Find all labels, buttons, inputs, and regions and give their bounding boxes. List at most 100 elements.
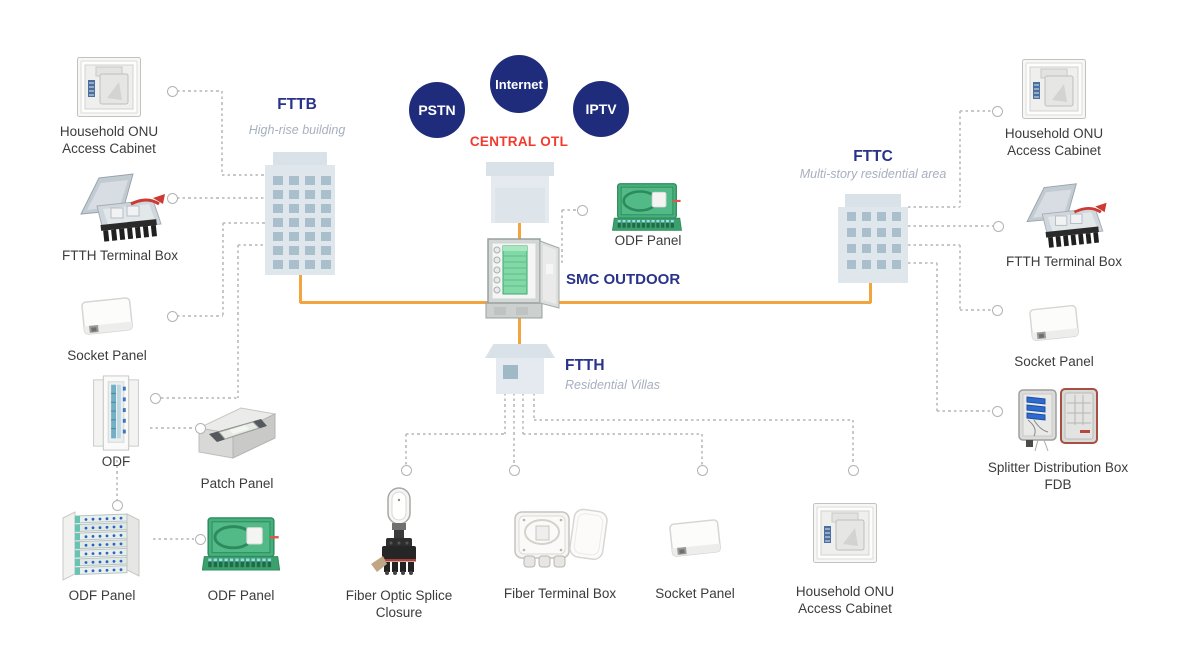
onu-cabinet-icon — [1022, 59, 1086, 119]
pstn-label: PSTN — [418, 102, 456, 118]
fttb-roof — [273, 152, 327, 165]
dashed-link-line — [523, 433, 702, 435]
odf-panel-center-label: ODF Panel — [614, 233, 682, 248]
ftth-subtitle: Residential Villas — [565, 378, 660, 392]
device-label: Fiber Terminal Box — [503, 586, 617, 601]
connector-node — [166, 192, 178, 204]
dashed-link-line — [534, 419, 853, 421]
device-ftth-terminal-box-right: FTTH Terminal Box — [994, 180, 1134, 271]
connector-node — [991, 304, 1003, 316]
device-label: Household ONU Access Cabinet — [59, 124, 159, 156]
device-label: Socket Panel — [67, 348, 147, 363]
connector-node — [508, 464, 520, 476]
ftth-house-roof — [485, 344, 555, 358]
device-splice-closure: Fiber Optic Splice Closure — [334, 486, 464, 621]
connector-node — [194, 533, 206, 545]
dashed-link-line — [177, 315, 223, 317]
device-splitter-fdb: Splitter Distribution Box FDB — [983, 386, 1133, 493]
dashed-link-line — [223, 222, 265, 224]
device-label: ODF Panel — [207, 588, 275, 603]
fiber-terminal-box-icon — [514, 508, 608, 568]
dashed-link-line — [177, 197, 265, 199]
device-odf-panel-left: ODF Panel — [181, 516, 301, 605]
device-label: Household ONU Access Cabinet — [795, 584, 895, 616]
device-odf: ODF — [66, 374, 166, 471]
fiber-trunk-line — [518, 222, 521, 241]
dashed-link-line — [959, 245, 961, 311]
device-ftth-terminal-box-left: FTTH Terminal Box — [50, 170, 190, 265]
connector-node — [111, 499, 123, 511]
fiber-trunk-line — [518, 314, 521, 350]
dashed-link-line — [177, 90, 222, 92]
connector-node — [166, 310, 178, 322]
dashed-link-line — [936, 263, 938, 412]
dashed-link-line — [406, 433, 505, 435]
dashed-link-line — [237, 245, 239, 398]
fttc-roof — [845, 194, 901, 207]
ftth-title: FTTH — [565, 357, 605, 374]
dashed-link-line — [908, 244, 960, 246]
socket-panel-icon — [1029, 304, 1079, 341]
connector-node — [696, 464, 708, 476]
iptv-label: IPTV — [585, 101, 617, 117]
dashed-link-line — [504, 393, 506, 434]
device-label: FTTH Terminal Box — [61, 248, 179, 263]
fttb-subtitle: High-rise building — [248, 123, 346, 137]
fttb-title: FTTB — [277, 96, 317, 113]
dashed-link-line — [960, 110, 992, 112]
device-label: Splitter Distribution Box FDB — [987, 460, 1129, 492]
connector-node — [149, 392, 161, 404]
device-household-onu-bottom: Household ONU Access Cabinet — [785, 502, 905, 617]
connector-node — [400, 464, 412, 476]
fttc-windows — [847, 212, 901, 269]
fttc-subtitle: Multi-story residential area — [799, 167, 947, 181]
odf-panel-icon — [612, 183, 682, 231]
ftth-terminal-box-icon — [1026, 183, 1107, 248]
odf-rack-icon — [93, 375, 139, 451]
dashed-link-line — [959, 111, 961, 207]
dashed-link-line — [522, 393, 524, 434]
dashed-link-line — [561, 210, 563, 265]
dashed-link-line — [405, 434, 407, 465]
odf-panel-icon — [202, 517, 280, 571]
device-label: ODF Panel — [68, 588, 136, 603]
device-label: ODF — [101, 454, 131, 469]
dashed-link-line — [222, 223, 224, 316]
fiber-trunk-line — [299, 274, 302, 303]
dashed-link-line — [153, 538, 194, 540]
device-socket-panel-left: Socket Panel — [47, 290, 167, 365]
dashed-link-line — [222, 174, 265, 176]
dashed-link-line — [533, 393, 535, 420]
smc-cabinet-icon — [485, 238, 560, 319]
dashed-link-line — [513, 393, 515, 465]
connector-node — [166, 85, 178, 97]
device-label: Patch Panel — [200, 476, 274, 491]
connector-node — [992, 220, 1004, 232]
socket-panel-icon — [81, 297, 133, 335]
onu-cabinet-icon — [77, 57, 141, 117]
socket-panel-icon — [669, 519, 721, 557]
connector-node — [991, 105, 1003, 117]
smc-label: SMC OUTDOOR — [566, 271, 681, 288]
dashed-link-line — [116, 460, 118, 500]
dashed-link-line — [701, 434, 703, 465]
device-patch-panel: Patch Panel — [177, 402, 297, 493]
service-internet: Internet — [490, 55, 548, 113]
device-socket-panel-right: Socket Panel — [994, 298, 1114, 371]
fttb-windows — [273, 176, 331, 269]
dashed-link-line — [562, 209, 577, 211]
dashed-link-line — [908, 225, 993, 227]
central-office-panel — [495, 188, 545, 223]
dashed-link-line — [161, 397, 238, 399]
service-iptv: IPTV — [573, 81, 629, 137]
connector-node — [576, 204, 588, 216]
fiber-trunk-line — [300, 301, 871, 304]
dashed-link-line — [221, 91, 223, 175]
dashed-link-line — [238, 244, 265, 246]
central-office-roof — [486, 162, 554, 176]
connector-node — [847, 464, 859, 476]
patch-panel-icon — [197, 407, 277, 459]
dashed-link-line — [937, 410, 992, 412]
fttc-title: FTTC — [853, 148, 893, 165]
central-otl-label: CENTRAL OTL — [469, 134, 569, 149]
